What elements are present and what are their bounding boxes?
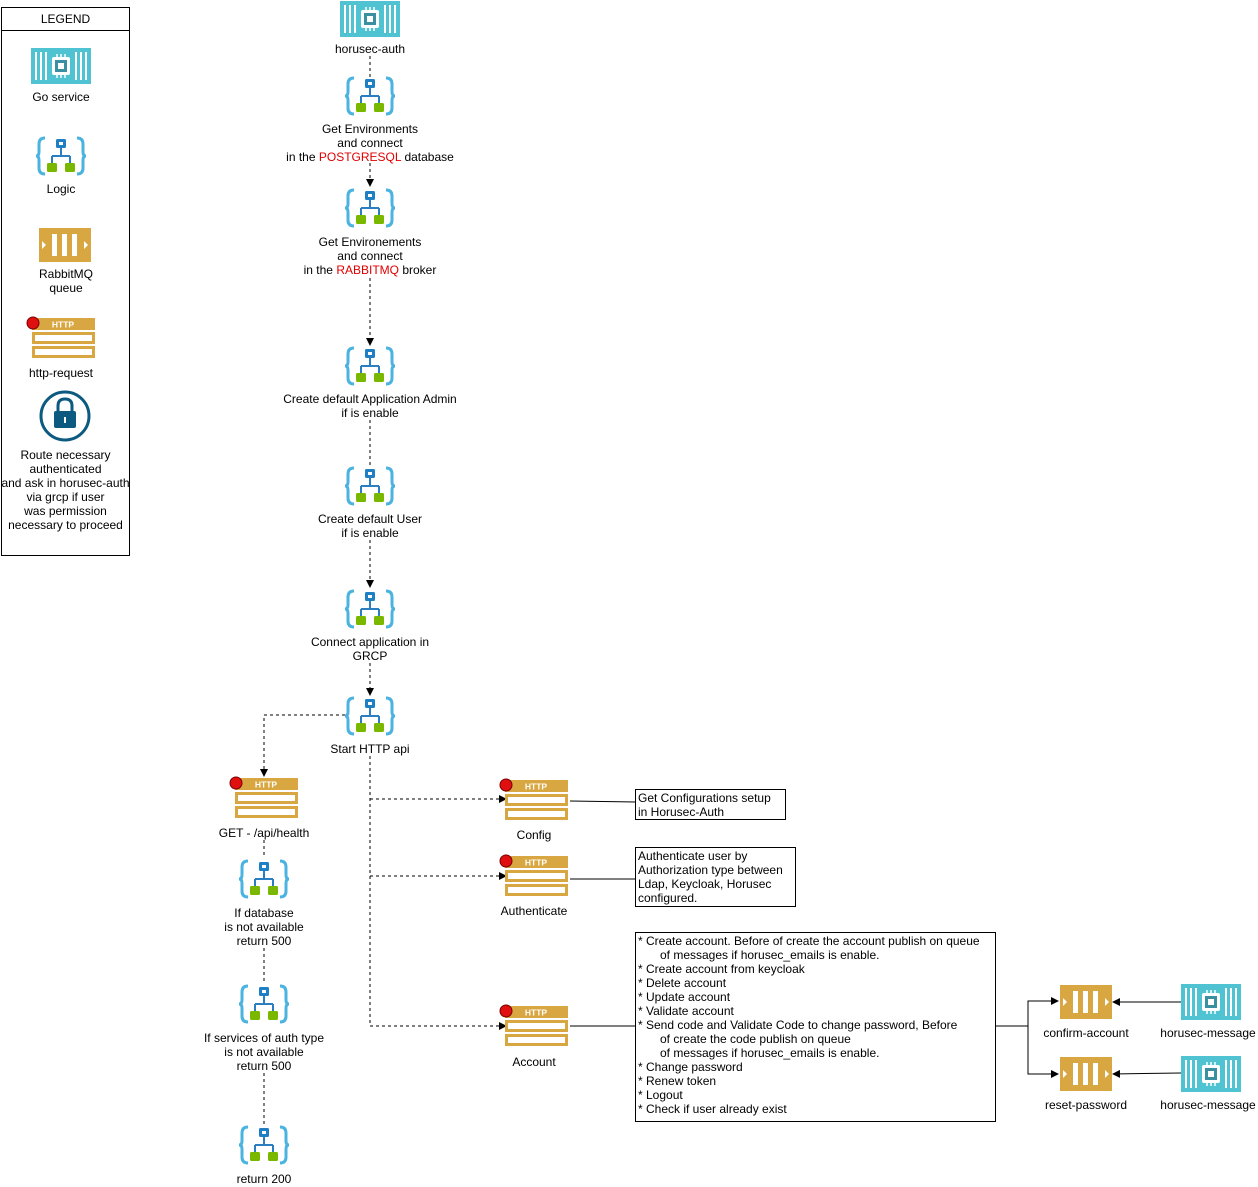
step-line: and connect — [337, 249, 403, 263]
note-line: * Update account — [638, 990, 731, 1004]
note-line: * Validate account — [638, 1004, 734, 1018]
http-request-icon — [499, 778, 569, 821]
rabbitmq-queue-icon — [1060, 985, 1112, 1019]
legend-title: LEGEND — [2, 8, 129, 31]
step-line: If database — [234, 906, 294, 920]
legend-label-line: necessary to proceed — [8, 518, 123, 532]
note-line: Ldap, Keycloak, Horusec — [638, 877, 772, 891]
database-name: POSTGRESQL — [318, 150, 402, 164]
text: broker — [399, 263, 437, 277]
note-line: of create the code publish on queue — [660, 1032, 851, 1046]
legend-label-line: authenticated — [29, 462, 102, 476]
step-line: return 500 — [236, 934, 292, 948]
logic-icon — [238, 984, 290, 1024]
http-request-icon — [229, 776, 299, 819]
note-line: Get Configurations setup — [638, 791, 771, 805]
health-check-auth-label: If services of auth type is not availabl… — [174, 1031, 354, 1073]
http-request-icon — [499, 854, 569, 897]
note-line: Authorization type between — [638, 863, 783, 877]
route-config-label: Config — [516, 828, 552, 842]
route-authenticate-label: Authenticate — [500, 904, 568, 918]
step-admin-label: Create default Application Admin if is e… — [260, 392, 480, 420]
note-account: * Create account. Before of create the a… — [635, 932, 996, 1122]
legend-label-rabbitmq: RabbitMQ queue — [6, 267, 126, 295]
step-line: in the POSTGRESQL database — [270, 150, 470, 164]
note-line: of messages if horusec_emails is enable. — [660, 1046, 880, 1060]
step-user-label: Create default User if is enable — [270, 512, 470, 540]
step-line: is not available — [224, 920, 304, 934]
legend-label-lock: Route necessary authenticated and ask in… — [1, 448, 130, 532]
step-line: if is enable — [341, 406, 399, 420]
legend-label-line: was permission — [24, 504, 107, 518]
queue-confirm-account-label: confirm-account — [1043, 1026, 1129, 1040]
producer-horusec-message-label: horusec-message — [1160, 1098, 1256, 1112]
step-line: Create default Application Admin — [283, 392, 457, 406]
logic-icon — [344, 466, 396, 506]
logic-icon — [344, 696, 396, 736]
note-line: * Logout — [638, 1088, 683, 1102]
note-line: in Horusec-Auth — [638, 805, 725, 819]
horusec-auth-service-icon — [340, 1, 400, 37]
step-http-label: Start HTTP api — [330, 742, 410, 756]
note-line: * Create account from keycloak — [638, 962, 805, 976]
legend-label-go-service: Go service — [32, 90, 90, 104]
text: database — [401, 150, 454, 164]
go-service-icon — [1181, 984, 1241, 1020]
producer-horusec-message-label: horusec-message — [1160, 1026, 1256, 1040]
legend-label-http: http-request — [28, 366, 94, 380]
note-line: * Check if user already exist — [638, 1102, 787, 1116]
rabbitmq-queue-icon — [1060, 1057, 1112, 1091]
lock-icon — [39, 390, 91, 442]
step-grpc-label: Connect application in GRCP — [270, 635, 470, 663]
legend-label-line: via grcp if user — [26, 490, 105, 504]
health-check-db-label: If database is not available return 500 — [184, 906, 344, 948]
note-line: * Send code and Validate Code to change … — [638, 1018, 958, 1032]
route-account-label: Account — [512, 1055, 556, 1069]
note-line: * Delete account — [638, 976, 727, 990]
step-line: If services of auth type — [203, 1031, 325, 1045]
health-ok-label: return 200 — [236, 1172, 292, 1186]
logic-icon — [344, 76, 396, 116]
logic-icon — [238, 859, 290, 899]
logic-icon — [344, 346, 396, 386]
step-env-broker-label: Get Environements and connect in the RAB… — [270, 235, 470, 277]
step-line: Get Environements — [318, 235, 422, 249]
logic-icon — [238, 1125, 290, 1165]
note-line: * Create account. Before of create the a… — [638, 934, 980, 948]
step-line: Get Environments — [321, 122, 419, 136]
legend-label-line: RabbitMQ — [38, 267, 94, 281]
note-line: * Renew token — [638, 1074, 717, 1088]
step-line: return 500 — [236, 1059, 292, 1073]
step-env-db-label: Get Environments and connect in the POST… — [270, 122, 470, 164]
step-line: Connect application in — [310, 635, 430, 649]
text: in the — [303, 263, 337, 277]
logic-icon — [344, 188, 396, 228]
queue-reset-password-label: reset-password — [1044, 1098, 1128, 1112]
step-line: and connect — [337, 136, 403, 150]
step-line: in the RABBITMQ broker — [270, 263, 470, 277]
legend-label-line: queue — [49, 281, 83, 295]
note-line: of messages if horusec_emails is enable. — [660, 948, 880, 962]
broker-name: RABBITMQ — [336, 263, 399, 277]
service-label-horusec-auth: horusec-auth — [334, 42, 406, 56]
legend-label-line: Route necessary — [20, 448, 111, 462]
legend-panel: LEGEND — [1, 7, 130, 556]
step-line: if is enable — [341, 526, 399, 540]
step-line: GRCP — [352, 649, 388, 663]
step-line: is not available — [224, 1045, 304, 1059]
go-service-icon — [1181, 1056, 1241, 1092]
http-request-icon — [499, 1004, 569, 1047]
note-authenticate: Authenticate user by Authorization type … — [635, 847, 796, 907]
legend-label-logic: Logic — [46, 182, 76, 196]
logic-icon — [344, 589, 396, 629]
health-route-label: GET - /api/health — [218, 826, 310, 840]
text: in the — [286, 150, 319, 164]
note-line: Authenticate user by — [638, 849, 748, 863]
step-line: Create default User — [317, 512, 423, 526]
note-config: Get Configurations setup in Horusec-Auth — [635, 789, 786, 820]
note-line: * Change password — [638, 1060, 743, 1074]
legend-label-line: and ask in horusec-auth — [1, 476, 130, 490]
note-line: configured. — [638, 891, 698, 905]
